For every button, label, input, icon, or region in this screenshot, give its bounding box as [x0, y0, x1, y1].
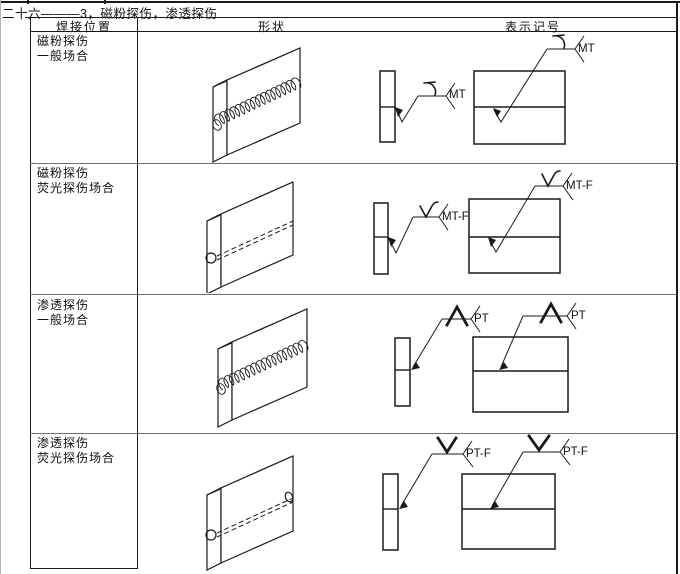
front-view-symbol-diagram: MT — [473, 34, 595, 145]
top-tick-mid — [104, 0, 106, 4]
row-2-diagrams: MT-F MT-F — [205, 170, 593, 293]
row-4-diagrams: PT-F PT-F — [205, 434, 588, 571]
row-label-4: 渗透探伤 荧光探伤场合 — [37, 436, 115, 466]
header-bottom-border — [30, 31, 677, 32]
table-right-border — [676, 1, 678, 574]
side-view-symbol-diagram: PT — [394, 304, 489, 407]
test-code-label: PT-F — [466, 448, 491, 460]
row-label-1-line1: 磁粉探伤 — [37, 34, 90, 48]
column-header-shape: 形状 — [258, 20, 287, 34]
test-code-label: MT — [449, 89, 466, 101]
side-view-symbol-diagram: MT — [379, 70, 466, 143]
test-code-label: MT — [578, 43, 595, 55]
front-view-symbol-diagram: MT-F — [468, 170, 593, 274]
top-rule — [0, 1, 680, 3]
column-header-symbol: 表示记号 — [505, 20, 562, 34]
row-3-diagrams: PT PT — [216, 301, 586, 428]
row-label-2-line1: 磁粉探伤 — [37, 166, 90, 180]
side-view-symbol-diagram: PT-F — [382, 436, 491, 551]
row-separator-2 — [30, 294, 677, 295]
row-label-4-line1: 渗透探伤 — [37, 436, 90, 450]
row-label-2-line2: 荧光探伤场合 — [37, 181, 116, 195]
row-label-1-line2: 一般场合 — [37, 49, 90, 63]
front-view-symbol-diagram: PT — [472, 301, 586, 413]
row-1-diagrams: MT MT — [212, 34, 595, 163]
row-label-1: 磁粉探伤 一般场合 — [37, 34, 89, 64]
test-code-label: PT — [571, 310, 586, 322]
weld-plate-isometric-visible-bead — [216, 308, 309, 428]
row-label-4-line2: 荧光探伤场合 — [37, 451, 116, 465]
column-header-position: 焊接位置 — [56, 20, 113, 34]
row-label-3-line2: 一般场合 — [37, 313, 90, 327]
row-label-2: 磁粉探伤 荧光探伤场合 — [37, 166, 115, 196]
label-cell-bottom-border — [30, 568, 138, 569]
label-column-border — [137, 17, 138, 568]
test-code-label: PT-F — [563, 446, 588, 458]
weld-plate-isometric-flush-bead — [205, 181, 294, 293]
row-label-3-line1: 渗透探伤 — [37, 298, 90, 312]
front-view-symbol-diagram: PT-F — [461, 434, 588, 550]
side-view-symbol-diagram: MT-F — [373, 201, 469, 275]
test-code-label: PT — [474, 313, 489, 325]
table-left-border — [30, 17, 31, 568]
test-code-label: MT-F — [566, 180, 593, 192]
title-underline — [25, 17, 678, 18]
row-separator-3 — [30, 433, 677, 434]
weld-plate-isometric-flush-bead — [205, 455, 294, 571]
page-left-edge — [0, 0, 1, 574]
row-separator-1 — [30, 163, 677, 164]
test-code-label: MT-F — [442, 211, 469, 223]
weld-plate-isometric-visible-bead — [212, 47, 302, 163]
top-tick-left — [27, 0, 29, 4]
row-label-3: 渗透探伤 一般场合 — [37, 298, 89, 328]
